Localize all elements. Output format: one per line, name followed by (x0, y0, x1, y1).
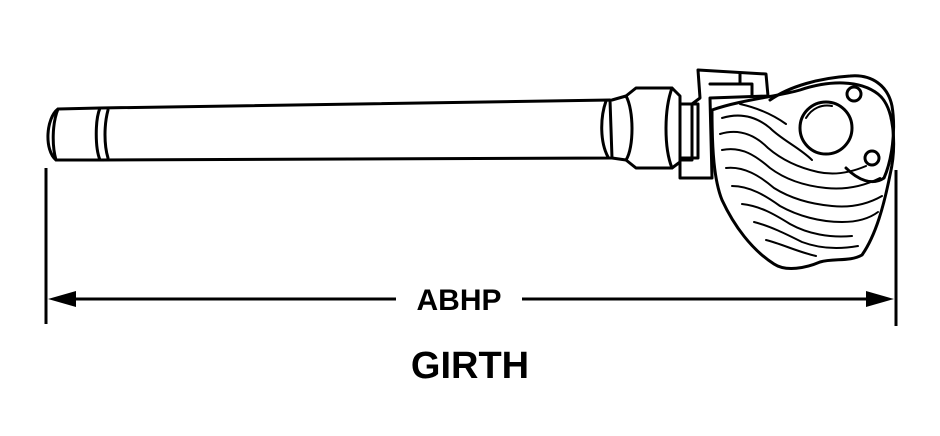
arrowhead-left (48, 291, 76, 307)
shaft (94, 98, 614, 162)
bracket (678, 68, 770, 180)
end-cap (46, 106, 102, 162)
dimension-line (48, 291, 894, 307)
caption: GIRTH (411, 345, 529, 387)
coupling-nut (610, 86, 700, 170)
hole-upper (845, 85, 863, 103)
ball-joint (798, 100, 854, 156)
hole-lower (863, 149, 881, 167)
lug-plate (768, 74, 896, 184)
arrowhead-right (866, 291, 894, 307)
dimension-label: ABHP (416, 284, 501, 317)
head-body (710, 81, 896, 270)
